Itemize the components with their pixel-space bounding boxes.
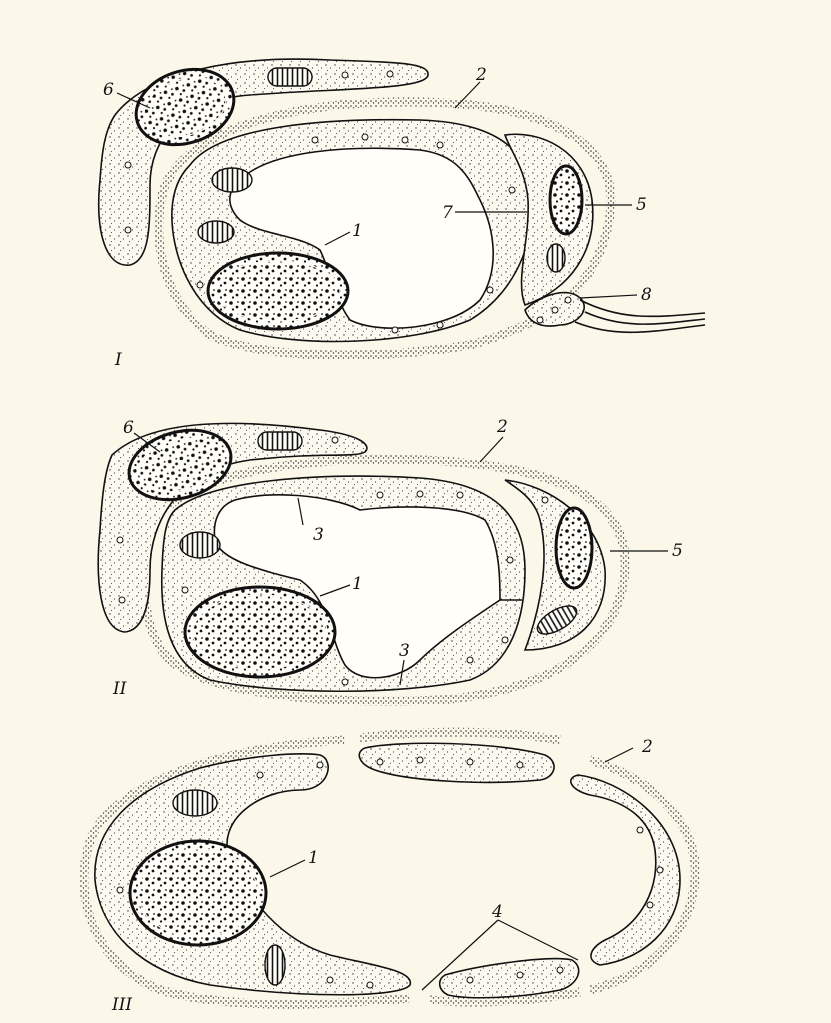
leader-1-iii <box>270 860 305 877</box>
mitochondrion-1b-iii <box>265 945 285 985</box>
label-6-ii: 6 <box>123 418 134 438</box>
label-4-iii: 4 <box>491 902 503 922</box>
label-5-i: 5 <box>636 195 647 215</box>
nucleus-1-i <box>208 253 348 329</box>
endothelial-fragment-top-iii <box>359 743 554 782</box>
mitochondrion-1a-i <box>212 168 252 192</box>
nucleus-1-ii <box>185 587 335 677</box>
nucleus-5-i <box>550 166 582 234</box>
leader-4b-iii <box>498 920 578 960</box>
panel-ii: 6 2 3 1 3 5 II <box>98 417 683 701</box>
panel-label-iii: III <box>111 995 132 1015</box>
label-3b-ii: 3 <box>399 641 410 661</box>
label-1-ii: 1 <box>352 574 363 594</box>
label-2-ii: 2 <box>496 417 508 437</box>
panel-i: 6 2 1 7 5 8 I <box>99 57 705 370</box>
mitochondrion-1a-iii <box>173 790 217 816</box>
label-1-i: 1 <box>352 221 363 241</box>
panel-iii: 2 1 4 III <box>84 732 696 1015</box>
basement-membrane-iii-top <box>360 732 560 740</box>
label-5-ii: 5 <box>672 541 683 561</box>
panel-label-ii: II <box>112 679 127 699</box>
panel-label-i: I <box>114 350 122 370</box>
label-6-i: 6 <box>103 80 114 100</box>
nucleus-1-iii <box>130 841 266 945</box>
mitochondrion-6-i <box>268 68 312 86</box>
label-2-i: 2 <box>475 65 487 85</box>
label-8-i: 8 <box>641 285 652 305</box>
label-7-i: 7 <box>442 203 453 223</box>
label-3a-ii: 3 <box>313 525 324 545</box>
mitochondrion-1-ii <box>180 532 220 558</box>
leader-8-i <box>580 295 637 298</box>
leader-2-ii <box>480 437 503 462</box>
mitochondrion-6-ii <box>258 432 302 450</box>
label-1-iii: 1 <box>308 848 319 868</box>
leader-2-iii <box>605 748 633 762</box>
label-2-iii: 2 <box>641 737 653 757</box>
mitochondrion-1b-i <box>198 221 234 243</box>
mitochondrion-5-i <box>547 244 565 272</box>
nucleus-5-ii <box>556 508 592 588</box>
